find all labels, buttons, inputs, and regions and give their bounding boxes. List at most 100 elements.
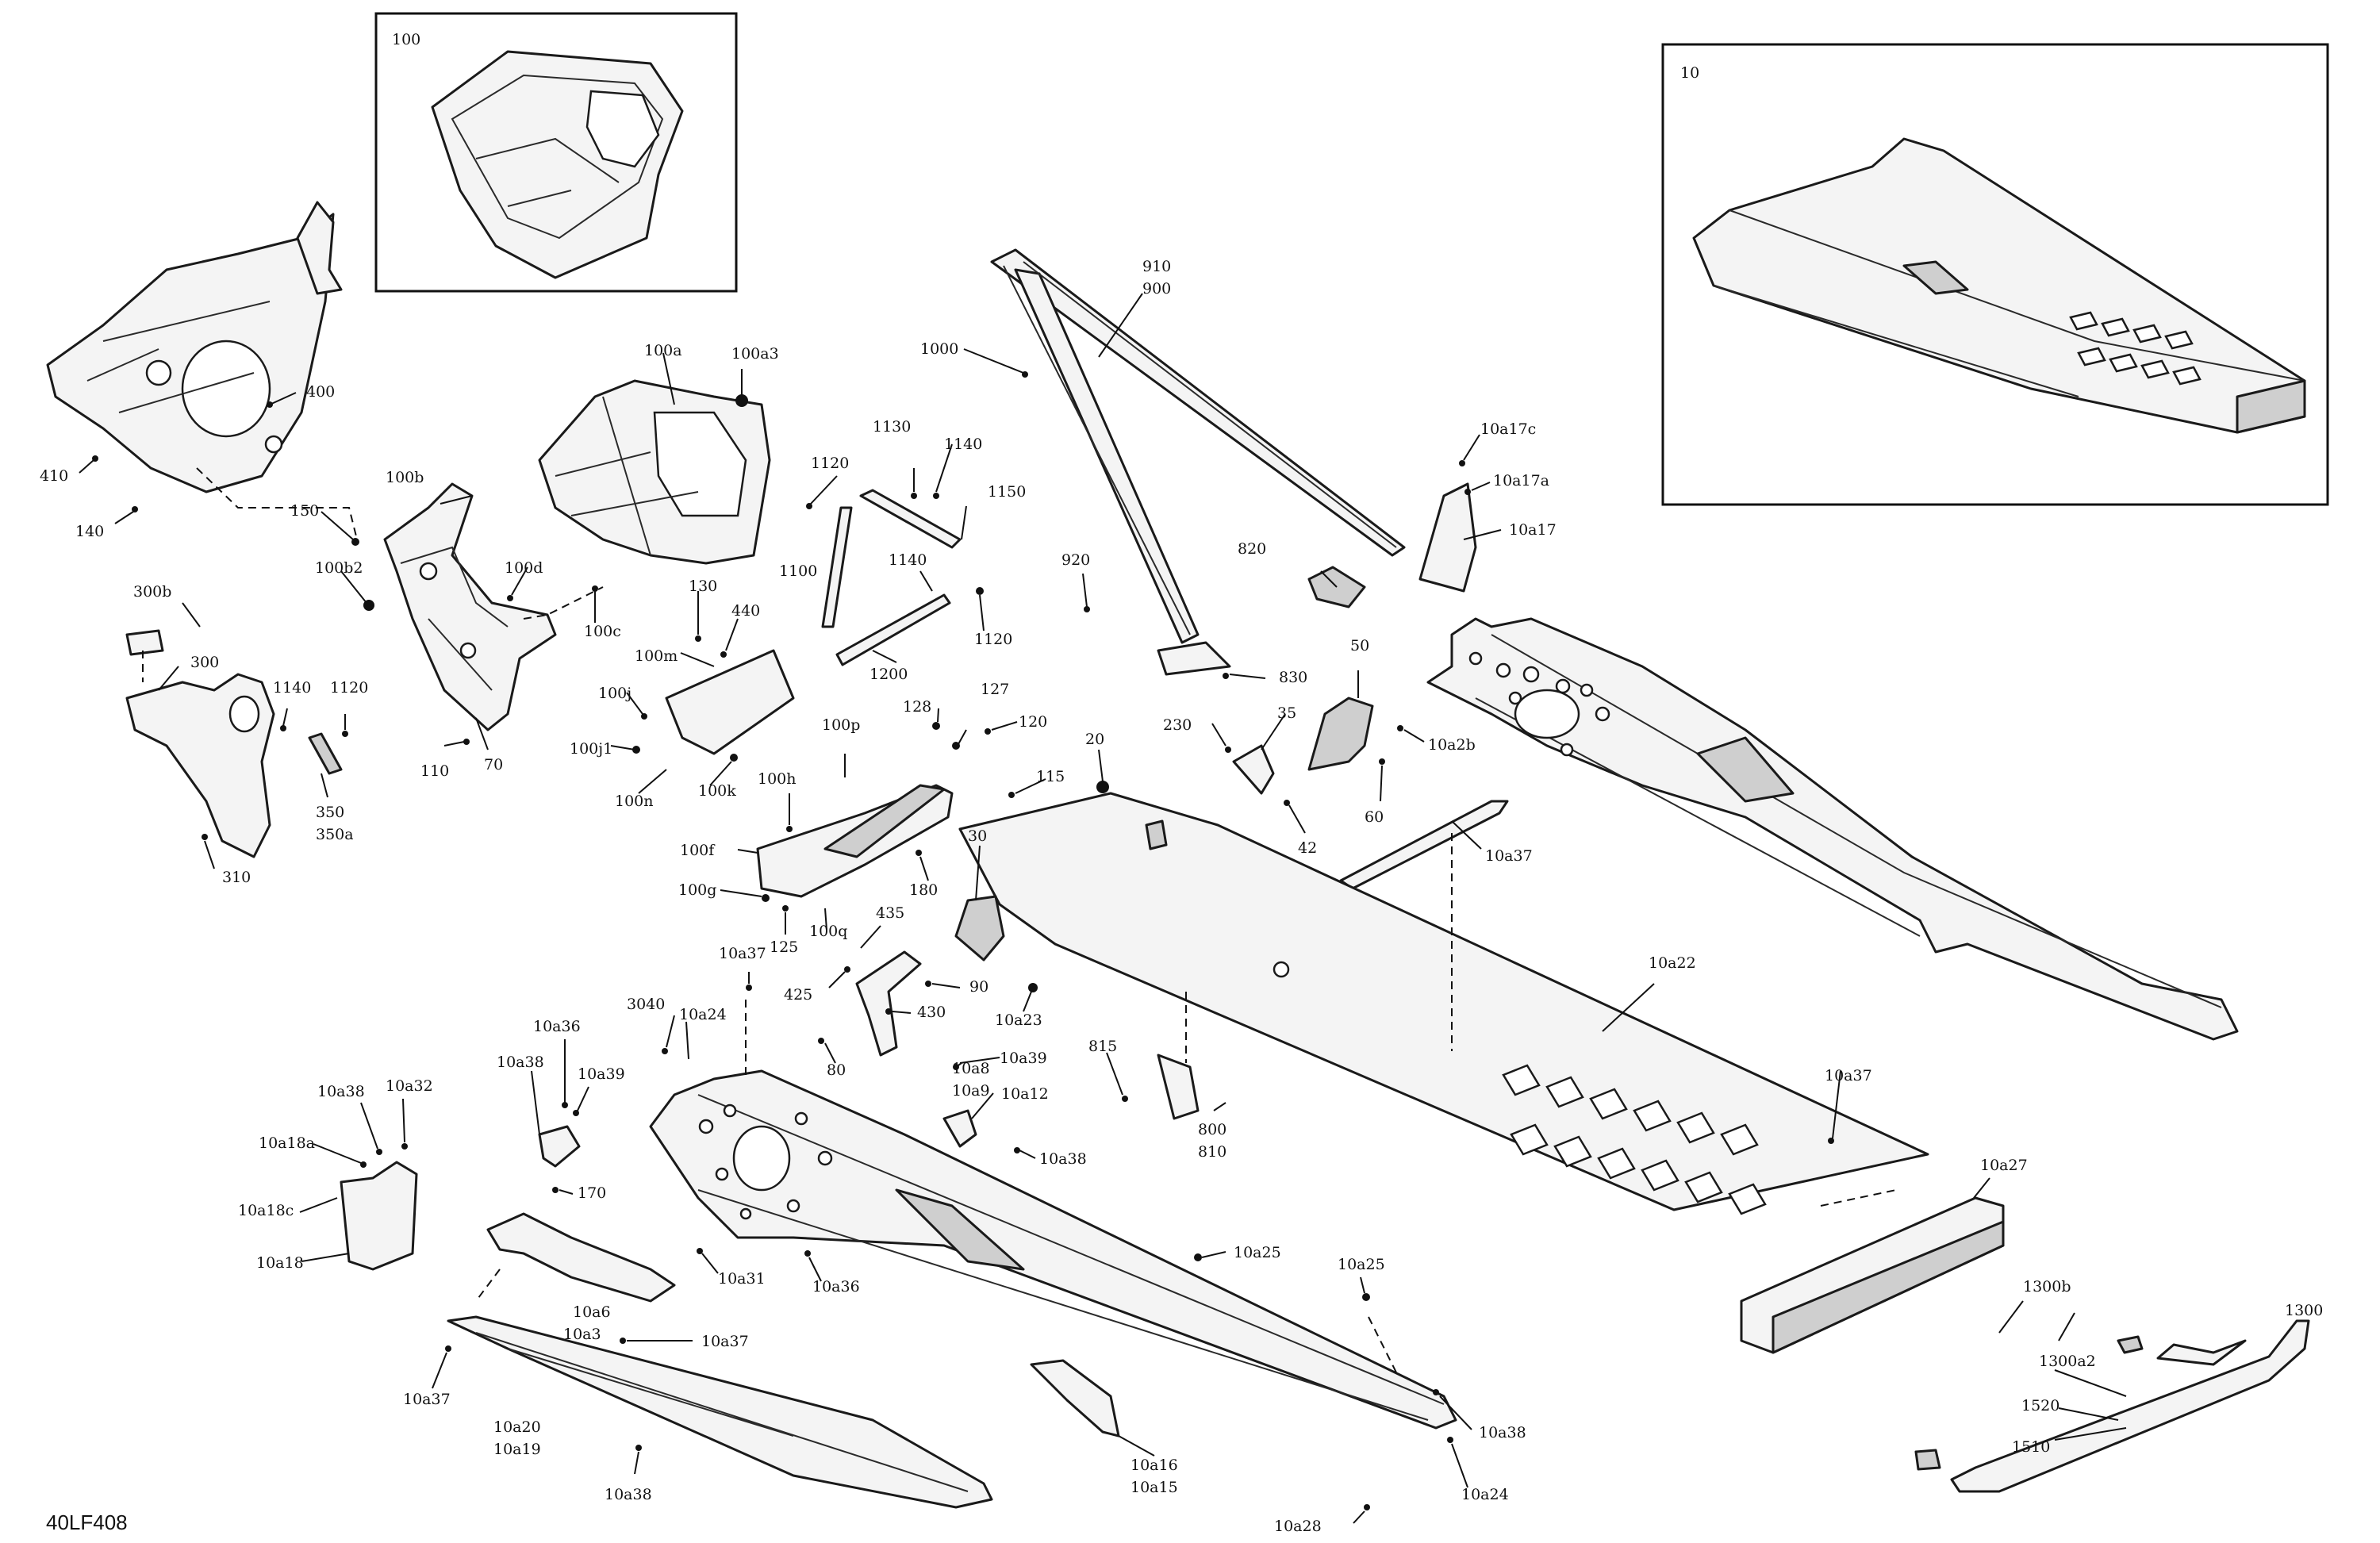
callout-310: 310 <box>222 869 251 886</box>
callout-10a17: 10a17 <box>1509 521 1557 539</box>
callout-10a31: 10a31 <box>718 1270 766 1288</box>
part-100b-bracket <box>383 482 557 731</box>
part-50-shield <box>1307 697 1374 771</box>
drawing-code: 40LF408 <box>46 1510 128 1534</box>
callout-10a25-b: 10a25 <box>1338 1256 1385 1273</box>
inset-frame-overview-label: 10 <box>1680 64 1699 82</box>
callout-800: 800 <box>1198 1121 1226 1138</box>
inset-engine-cradle-frame <box>374 12 738 293</box>
callout-35: 35 <box>1277 704 1296 722</box>
part-300-bracket <box>125 629 275 858</box>
callout-350: 350 <box>316 804 344 821</box>
callout-90: 90 <box>969 978 988 996</box>
callout-50: 50 <box>1350 637 1369 654</box>
callout-180: 180 <box>909 881 938 899</box>
callout-125: 125 <box>770 938 798 956</box>
callout-425: 425 <box>784 986 812 1004</box>
callout-10a38-b: 10a38 <box>317 1083 365 1100</box>
callout-150: 150 <box>290 502 319 520</box>
callout-10a20: 10a20 <box>493 1418 541 1436</box>
part-425-bracket <box>855 950 922 1057</box>
part-350-spacer <box>308 732 343 775</box>
callout-3040: 3040 <box>627 996 665 1013</box>
callout-100n: 100n <box>615 793 654 810</box>
part-10a36-bracket <box>538 1125 581 1168</box>
callout-10a37-c: 10a37 <box>1825 1067 1872 1084</box>
callout-1120-b: 1120 <box>811 455 849 472</box>
part-10a2-right-rail <box>1426 617 2239 1041</box>
inset-engine-cradle: 100 <box>374 12 738 293</box>
part-100j-plate <box>665 649 795 755</box>
callout-100a3: 100a3 <box>731 345 779 363</box>
part-900-steering-support <box>990 248 1406 676</box>
callout-10a2b: 10a2b <box>1428 736 1476 754</box>
callout-70: 70 <box>484 756 503 773</box>
part-10a16-bracket <box>1030 1359 1120 1437</box>
part-10a12-bracket <box>942 1109 977 1148</box>
callout-130: 130 <box>689 578 717 595</box>
callout-20: 20 <box>1085 731 1104 748</box>
callout-10a37-d: 10a37 <box>701 1333 749 1350</box>
callout-10a39-b: 10a39 <box>1000 1050 1047 1067</box>
callout-810: 810 <box>1198 1143 1226 1161</box>
callout-910: 910 <box>1142 258 1171 275</box>
callout-100q: 100q <box>809 923 847 940</box>
inset-engine-cradle-label: 100 <box>392 31 420 48</box>
callout-430: 430 <box>917 1004 946 1021</box>
callout-100k: 100k <box>698 782 736 800</box>
callout-128: 128 <box>903 698 931 716</box>
callout-labels: 400 410 140 100a 100a3 100b 150 100b2 10… <box>40 258 2323 1535</box>
callout-10a19: 10a19 <box>493 1441 541 1458</box>
callout-10a37-b: 10a37 <box>719 945 766 962</box>
callout-120: 120 <box>1019 713 1047 731</box>
callout-1510: 1510 <box>2012 1438 2050 1456</box>
callout-10a37-e: 10a37 <box>403 1391 451 1408</box>
callout-300b: 300b <box>133 583 171 601</box>
callout-1100: 1100 <box>779 562 817 580</box>
callout-440: 440 <box>731 602 760 620</box>
callout-10a38-c: 10a38 <box>1039 1150 1087 1168</box>
callout-920: 920 <box>1061 551 1090 569</box>
callout-115: 115 <box>1036 768 1065 785</box>
part-1100-strut <box>821 489 962 628</box>
part-10a2-left-rail <box>649 1069 1457 1430</box>
callout-10a17c: 10a17c <box>1480 420 1536 438</box>
callout-10a6: 10a6 <box>573 1303 611 1321</box>
part-10a22-tunnel-plate <box>958 792 1929 1215</box>
callout-1140-b: 1140 <box>944 436 982 453</box>
callout-100h: 100h <box>758 770 797 788</box>
callout-1300: 1300 <box>2285 1302 2323 1319</box>
callout-230: 230 <box>1163 716 1192 734</box>
inset-frame-overview-frame <box>1661 43 2329 506</box>
callout-100m: 100m <box>635 647 678 665</box>
part-30-cover <box>954 895 1005 961</box>
callout-1130: 1130 <box>873 418 911 436</box>
callout-1300a2: 1300a2 <box>2039 1353 2096 1370</box>
callout-10a15: 10a15 <box>1130 1479 1178 1496</box>
callout-300: 300 <box>190 654 219 671</box>
callout-10a27: 10a27 <box>1980 1157 2028 1174</box>
callout-80: 80 <box>827 1061 846 1079</box>
callout-900: 900 <box>1142 280 1171 297</box>
callout-1300b: 1300b <box>2023 1278 2071 1295</box>
callout-1140-c: 1140 <box>889 551 927 569</box>
part-10a27-rear-bumper <box>1740 1196 2005 1354</box>
part-400-engine-support <box>46 201 343 493</box>
callout-10a37-a: 10a37 <box>1485 847 1533 865</box>
leader-lines <box>79 293 2127 1524</box>
callout-10a16: 10a16 <box>1130 1457 1178 1474</box>
callout-127: 127 <box>981 681 1009 698</box>
callout-10a3: 10a3 <box>563 1326 601 1343</box>
inset-frame-overview: 10 <box>1661 43 2329 506</box>
callout-1120-c: 1120 <box>974 631 1012 648</box>
inset-frame-shape <box>1692 137 2306 434</box>
callout-10a38-e: 10a38 <box>1479 1424 1526 1441</box>
callout-100f: 100f <box>680 842 716 859</box>
callout-60: 60 <box>1365 808 1384 826</box>
part-100a-cradle <box>538 379 771 565</box>
callout-400: 400 <box>306 383 335 401</box>
callout-435: 435 <box>876 904 904 922</box>
callout-100d: 100d <box>505 559 543 577</box>
callout-170: 170 <box>578 1184 606 1202</box>
callout-100c: 100c <box>584 623 621 640</box>
